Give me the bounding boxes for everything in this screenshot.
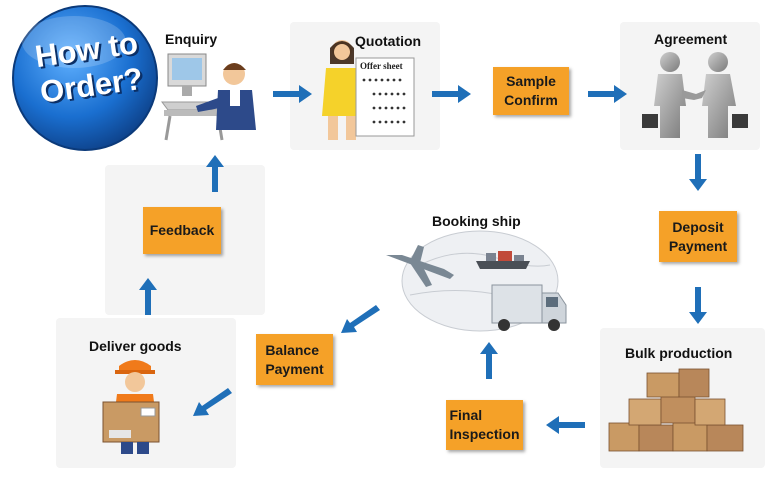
balance-line2: Payment (265, 360, 324, 377)
booking-ship-illustration (380, 225, 570, 335)
arrow-down-left-icon (340, 303, 380, 335)
quotation-label: Quotation (355, 33, 422, 49)
deliver-goods-label: Deliver goods (89, 338, 182, 354)
agreement-label: Agreement (654, 31, 728, 47)
final-line1: Final (449, 407, 483, 423)
agreement-panel (620, 22, 760, 150)
enquiry-label: Enquiry (165, 31, 218, 47)
arrow-down-left-icon (192, 386, 232, 418)
boxes-illustration (605, 365, 755, 455)
arrow-up-icon (138, 278, 158, 316)
enquiry-illustration (160, 50, 260, 142)
deposit-line2: Payment (668, 237, 728, 254)
sample-line1: Sample (506, 73, 556, 89)
booking-ship-label: Booking ship (432, 213, 521, 229)
arrow-left-icon (545, 415, 585, 435)
quotation-illustration: Offer sheet (318, 36, 428, 146)
feedback-box: Feedback (143, 207, 221, 254)
delivery-man-illustration (95, 356, 175, 456)
agreement-illustration (640, 50, 750, 145)
arrow-up-icon (479, 342, 499, 380)
arrow-up-icon (205, 155, 225, 193)
arrow-right-icon (273, 84, 313, 104)
how-to-order-badge: How to Order? (4, 2, 166, 152)
feedback-text: Feedback (149, 222, 215, 238)
arrow-down-icon (688, 154, 708, 192)
balance-line1: Balance (265, 341, 320, 358)
arrow-down-icon (688, 287, 708, 325)
deposit-line1: Deposit (672, 218, 724, 235)
sample-line2: Confirm (504, 92, 558, 108)
arrow-right-icon (588, 84, 628, 104)
offer-sheet-label: Offer sheet (360, 61, 403, 71)
bulk-production-label: Bulk production (625, 345, 733, 361)
arrow-right-icon (432, 84, 472, 104)
final-line2: Inspection (449, 426, 520, 442)
